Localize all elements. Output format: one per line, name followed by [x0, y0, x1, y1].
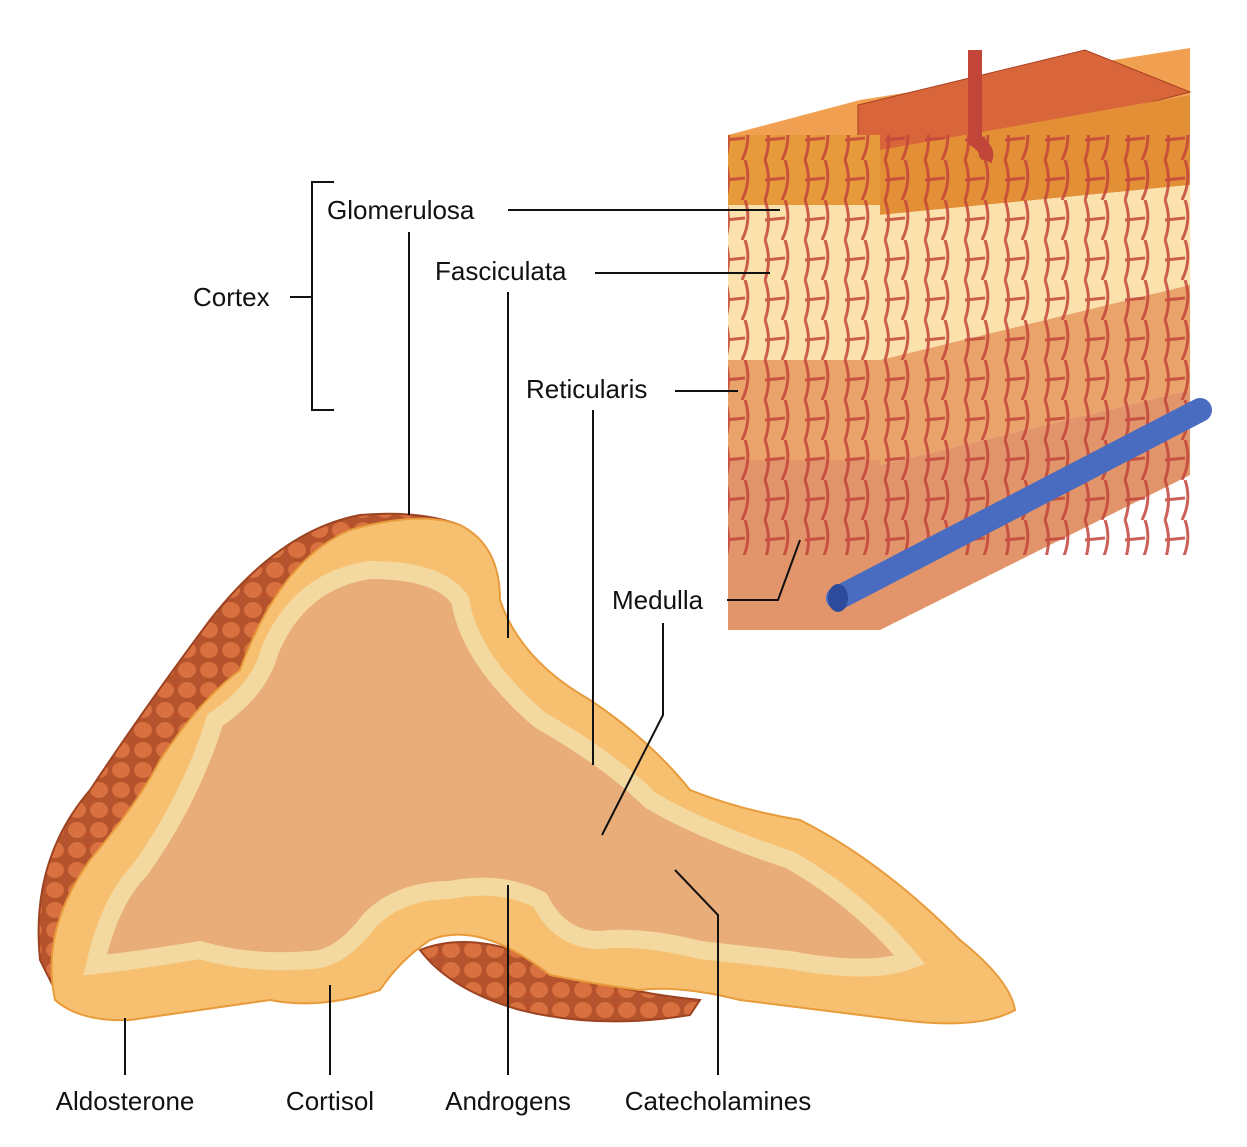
label-cortex: Cortex [193, 282, 270, 312]
central-vein [826, 398, 1212, 610]
capillary-network [728, 135, 1190, 555]
capsule-lower [418, 941, 702, 1023]
label-glomerulosa: Glomerulosa [327, 195, 475, 225]
label-fasciculata: Fasciculata [435, 256, 567, 286]
leader-lines [124, 181, 801, 1075]
adrenal-cross-section [37, 512, 1017, 1025]
label-cortisol: Cortisol [286, 1086, 374, 1116]
medulla-region [83, 560, 926, 977]
label-catecholamines: Catecholamines [625, 1086, 811, 1116]
label-aldosterone: Aldosterone [56, 1086, 195, 1116]
label-medulla: Medulla [612, 585, 704, 615]
central-artery [968, 50, 994, 164]
vein-opening [828, 584, 848, 612]
label-reticularis: Reticularis [526, 374, 647, 404]
cortex-tissue-block [728, 48, 1212, 630]
label-androgens: Androgens [445, 1086, 571, 1116]
